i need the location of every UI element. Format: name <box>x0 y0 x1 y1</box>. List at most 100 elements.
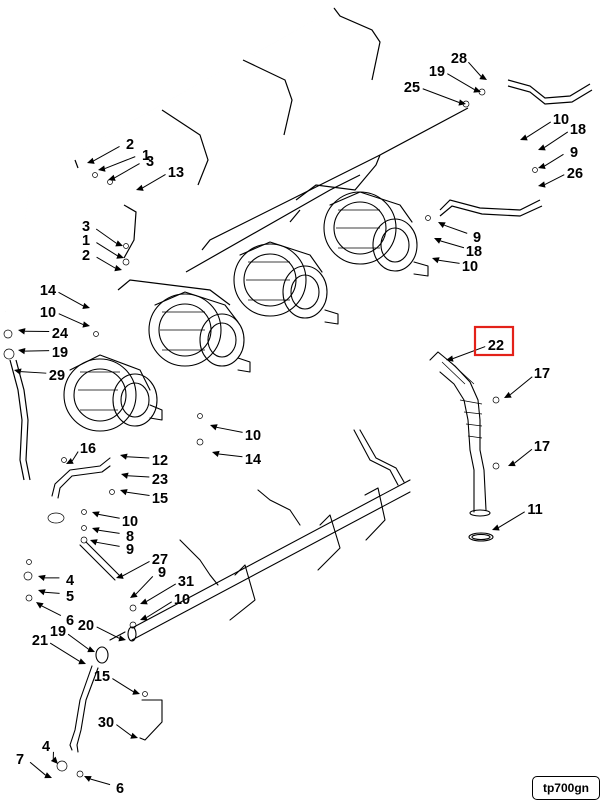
callout-label: 26 <box>567 166 583 182</box>
callout-label: 21 <box>32 633 48 649</box>
exhaust-elbow-assembly <box>429 351 494 542</box>
callout-label: 23 <box>152 472 168 488</box>
callout-arrowhead-19 <box>473 86 481 93</box>
callout-leader-29 <box>20 371 47 374</box>
callout-arrowhead-8 <box>92 527 100 534</box>
callout-leader-22 <box>452 346 486 360</box>
callout-leader-21 <box>49 642 80 662</box>
callout-arrowhead-15 <box>120 489 128 496</box>
callout-leader-17 <box>514 448 533 464</box>
callout-leader-6 <box>41 605 62 616</box>
callout-leader-1 <box>104 156 136 170</box>
callout-label: 19 <box>429 64 445 80</box>
callout-label: 5 <box>66 589 74 605</box>
callout-label: 15 <box>152 491 168 507</box>
callout-leader-2 <box>93 146 120 162</box>
callout-leader-14 <box>218 453 243 458</box>
callout-leader-9 <box>135 576 154 595</box>
callout-label: 25 <box>404 80 420 96</box>
callout-arrowhead-29 <box>14 368 22 375</box>
callout-label: 31 <box>178 574 194 590</box>
callout-arrowhead-10 <box>210 424 218 431</box>
callout-arrowhead-17 <box>504 391 512 398</box>
callout-arrowhead-5 <box>38 589 46 596</box>
turbocharger-3 <box>233 241 339 325</box>
callout-leader-15 <box>112 678 134 693</box>
callout-arrowhead-27 <box>116 572 124 579</box>
callout-label: 9 <box>126 542 134 558</box>
callout-label: 17 <box>534 366 550 382</box>
callout-label: 7 <box>16 752 24 768</box>
callout-leader-14 <box>58 291 84 307</box>
callout-arrowhead-18 <box>434 237 442 244</box>
callout-label: 4 <box>42 739 50 755</box>
callout-arrowhead-6 <box>84 776 92 782</box>
callout-label: 12 <box>152 453 168 469</box>
callout-leader-19 <box>67 633 89 650</box>
callout-leader-31 <box>146 583 177 602</box>
callout-label: 9 <box>570 145 578 161</box>
callout-arrowhead-6 <box>36 602 44 609</box>
callout-arrowhead-16 <box>66 458 74 464</box>
callout-arrowhead-9 <box>438 222 446 229</box>
callout-arrowhead-10 <box>140 614 148 621</box>
callout-leader-3 <box>95 228 117 244</box>
callout-leader-12 <box>126 456 150 459</box>
callout-arrowhead-3 <box>108 174 116 181</box>
callout-label: 1 <box>142 148 150 164</box>
callout-label: 8 <box>126 529 134 545</box>
callout-leader-5 <box>44 591 60 594</box>
callout-arrowhead-26 <box>538 181 546 188</box>
callout-arrowhead-14 <box>82 302 90 309</box>
callout-leader-3 <box>114 163 140 179</box>
callout-label: 9 <box>158 565 166 581</box>
callout-arrowhead-10 <box>92 511 100 518</box>
callout-leader-10 <box>216 426 243 433</box>
callout-arrowhead-19 <box>87 646 95 653</box>
drain-manifold-pipe <box>109 479 411 642</box>
callout-label: 10 <box>462 259 478 275</box>
callout-label: 1 <box>82 233 90 249</box>
callout-arrowhead-21 <box>78 658 86 665</box>
callout-arrowhead-17 <box>508 460 516 467</box>
callout-label: 10 <box>553 112 569 128</box>
callout-arrowhead-23 <box>121 472 129 479</box>
figure-reference-tag: tp700gn <box>532 776 600 800</box>
callout-arrowhead-4 <box>38 574 46 581</box>
callout-leader-18 <box>544 131 569 148</box>
callout-leader-10 <box>146 601 172 618</box>
callout-label: 22 <box>488 338 504 354</box>
oil-supply-tube-network <box>5 7 593 313</box>
figure-reference-text: tp700gn <box>542 781 589 795</box>
callout-leader-16 <box>71 451 79 462</box>
callout-leaders <box>14 61 569 786</box>
lower-drain-tube <box>69 646 163 753</box>
callout-arrowhead-30 <box>130 732 138 739</box>
callout-arrowhead-4 <box>50 756 58 764</box>
callout-arrowhead-31 <box>140 598 148 605</box>
callout-label: 10 <box>245 428 261 444</box>
callout-label: 27 <box>152 552 168 568</box>
callout-leader-10 <box>58 313 84 325</box>
callout-leader-30 <box>116 724 132 737</box>
callout-arrowhead-9 <box>90 539 98 546</box>
callout-leader-15 <box>126 491 150 497</box>
callout-label: 6 <box>66 613 74 629</box>
callout-leader-17 <box>509 376 533 396</box>
callout-label: 19 <box>52 345 68 361</box>
callout-label: 16 <box>80 441 96 457</box>
callout-label: 6 <box>116 781 124 797</box>
callout-label: 18 <box>466 244 482 260</box>
callout-label: 14 <box>40 283 56 299</box>
callout-label: 4 <box>66 573 74 589</box>
turbocharger-2 <box>148 291 251 373</box>
callout-arrowhead-1 <box>98 165 106 172</box>
callout-leader-26 <box>544 174 565 185</box>
callout-label: 3 <box>146 154 154 170</box>
callout-arrowhead-14 <box>212 450 220 458</box>
callout-arrowhead-28 <box>479 73 487 80</box>
callout-label: 19 <box>50 624 66 640</box>
callout-arrowhead-10 <box>82 321 90 328</box>
callout-leader-8 <box>98 529 120 534</box>
